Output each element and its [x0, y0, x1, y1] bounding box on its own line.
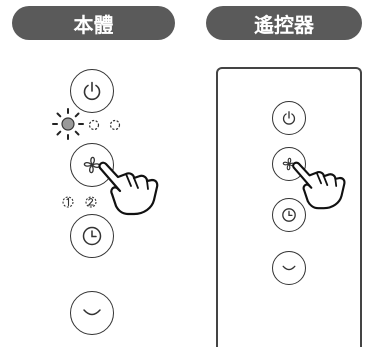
sleep-smile-icon	[83, 309, 101, 316]
inactive-indicator-icon	[109, 119, 121, 131]
power-icon	[282, 111, 296, 125]
header-remote: 遙控器	[206, 6, 362, 40]
status-indicator-lights	[52, 108, 121, 140]
remote-timer-button[interactable]	[272, 198, 306, 232]
header-main-unit: 本體	[12, 6, 175, 40]
inactive-indicator-icon	[88, 119, 100, 131]
remote-power-button[interactable]	[272, 101, 306, 135]
clock-icon	[282, 208, 296, 222]
sleep-smile-icon	[282, 265, 296, 270]
panel-sleep-button[interactable]	[70, 291, 114, 335]
power-icon	[83, 81, 101, 101]
panel-timer-button[interactable]	[70, 214, 114, 258]
panel-power-button[interactable]	[70, 69, 114, 113]
pointing-hand-icon	[292, 161, 346, 210]
clock-icon	[82, 226, 102, 246]
remote-control-body	[216, 67, 362, 347]
remote-sleep-button[interactable]	[272, 251, 306, 285]
speed-level-icon	[62, 196, 97, 208]
active-indicator-icon	[52, 108, 84, 140]
pointing-hand-icon	[98, 161, 159, 216]
